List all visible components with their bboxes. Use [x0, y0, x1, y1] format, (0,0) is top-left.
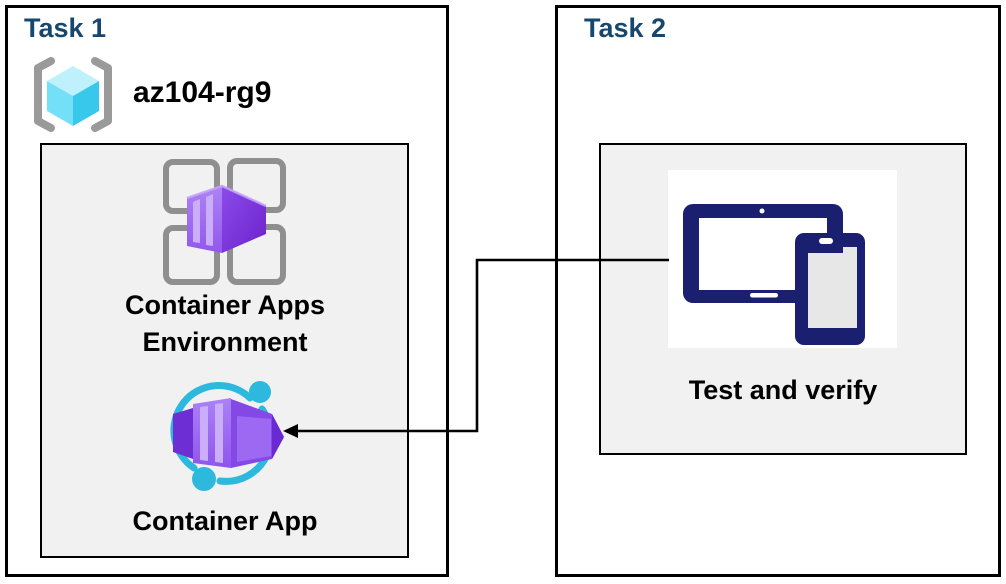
container-app-label: Container App [132, 506, 318, 536]
resource-group-name: az104-rg9 [133, 76, 272, 109]
task2-title: Task 2 [584, 13, 667, 43]
container-apps-environment-label: Container Apps Environment [124, 290, 325, 357]
devices-icon [668, 170, 897, 348]
container-app-icon [170, 381, 284, 491]
task1-title: Task 1 [24, 13, 107, 43]
test-and-verify-label: Test and verify [688, 375, 878, 405]
resource-group-icon [34, 57, 112, 132]
container-apps-environment-icon [163, 158, 286, 285]
